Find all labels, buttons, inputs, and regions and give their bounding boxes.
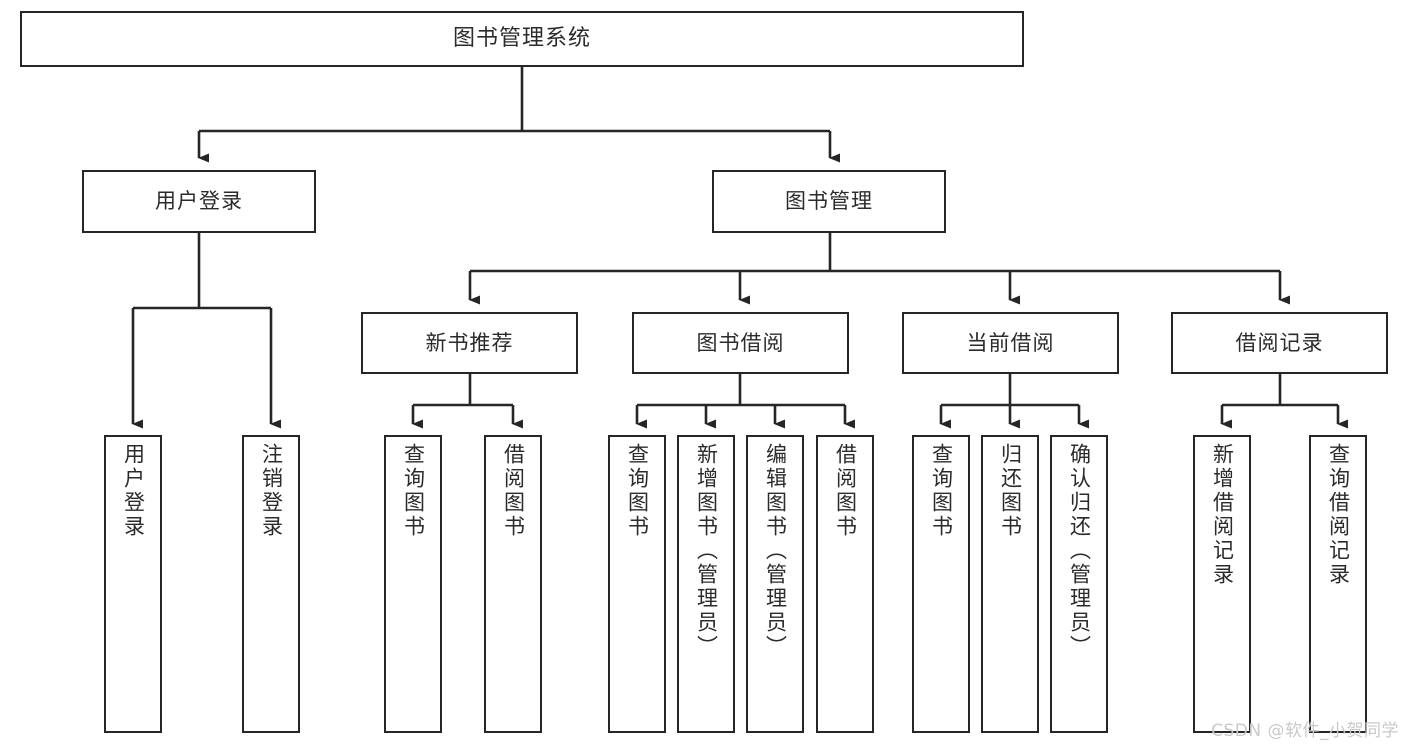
node-current-borrow[interactable]: 当前借阅 [902, 312, 1119, 374]
node-borrow-record[interactable]: 借阅记录 [1171, 312, 1388, 374]
node-label: 图书管理 [785, 189, 873, 214]
node-label: 用户登录 [155, 189, 243, 214]
node-leaf-query-book-2[interactable]: 查询图书 [608, 435, 666, 733]
node-book-management[interactable]: 图书管理 [712, 170, 946, 233]
node-leaf-query-book-1[interactable]: 查询图书 [384, 435, 442, 733]
node-label: 图书管理系统 [452, 26, 591, 52]
node-new-book-recommend[interactable]: 新书推荐 [361, 312, 578, 374]
node-leaf-add-book[interactable]: 新增图书（管理员） [677, 435, 735, 733]
node-label: 当前借阅 [966, 330, 1055, 355]
node-leaf-user-logout[interactable]: 注销登录 [242, 435, 300, 733]
node-leaf-user-login[interactable]: 用户登录 [104, 435, 162, 733]
node-leaf-return-book[interactable]: 归还图书 [981, 435, 1039, 733]
node-label: 新书推荐 [425, 330, 514, 355]
node-label: 用户登录 [121, 443, 146, 539]
node-root-book-management-system[interactable]: 图书管理系统 [20, 11, 1024, 67]
node-label: 编辑图书（管理员） [763, 443, 788, 659]
node-book-borrow[interactable]: 图书借阅 [632, 312, 849, 374]
node-leaf-add-record[interactable]: 新增借阅记录 [1193, 435, 1251, 733]
node-label: 借阅记录 [1235, 330, 1324, 355]
node-label: 查询图书 [625, 443, 650, 539]
node-leaf-query-record[interactable]: 查询借阅记录 [1309, 435, 1367, 733]
node-label: 确认归还（管理员） [1067, 443, 1092, 659]
node-label: 查询图书 [929, 443, 954, 539]
node-leaf-edit-book[interactable]: 编辑图书（管理员） [746, 435, 804, 733]
node-user-login[interactable]: 用户登录 [82, 170, 316, 233]
node-label: 新增借阅记录 [1210, 443, 1235, 587]
csdn-watermark: CSDN @软件_小贺同学 [1211, 721, 1399, 741]
node-label: 借阅图书 [501, 443, 526, 539]
node-label: 借阅图书 [833, 443, 858, 539]
node-leaf-borrow-book-1[interactable]: 借阅图书 [484, 435, 542, 733]
node-label: 查询图书 [401, 443, 426, 539]
node-label: 归还图书 [998, 443, 1023, 539]
node-leaf-borrow-book-2[interactable]: 借阅图书 [816, 435, 874, 733]
node-label: 图书借阅 [696, 330, 785, 355]
node-label: 查询借阅记录 [1326, 443, 1351, 587]
node-label: 注销登录 [259, 443, 284, 539]
node-leaf-query-book-3[interactable]: 查询图书 [912, 435, 970, 733]
node-label: 新增图书（管理员） [694, 443, 719, 659]
node-leaf-confirm-return[interactable]: 确认归还（管理员） [1050, 435, 1108, 733]
